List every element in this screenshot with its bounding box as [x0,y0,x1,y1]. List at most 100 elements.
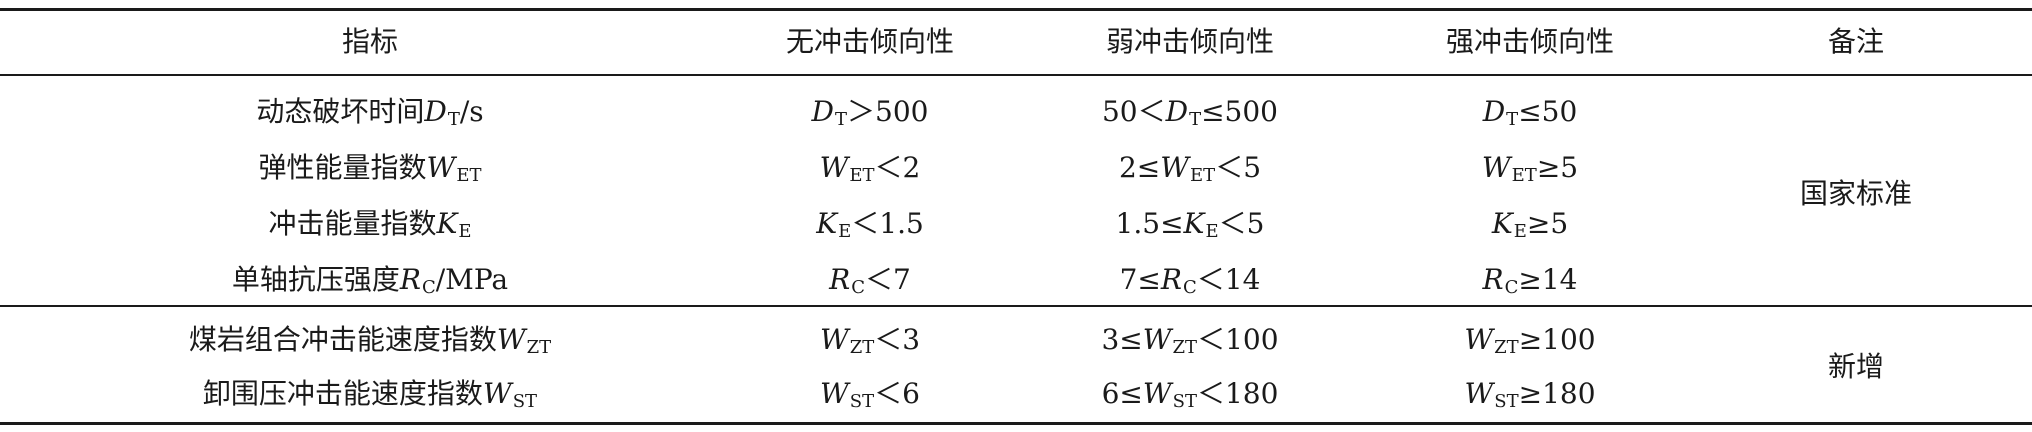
indicator-label: 冲击能量指数 [268,207,437,240]
symbol-subscript: ST [1172,391,1197,412]
symbol-variable: K [816,207,838,240]
indicator-label: 单轴抗压强度 [231,263,400,296]
symbol-subscript: ZT [1172,337,1198,358]
symbol-subscript: ST [1494,391,1519,412]
symbol-subscript: ZT [1494,337,1519,358]
symbol-variable: W [819,323,849,356]
symbol-variable: W [496,323,526,356]
symbol-variable: W [1142,323,1172,356]
symbol-variable: K [1183,207,1205,240]
symbol-variable: W [1464,377,1494,410]
condition-suffix: ＜14 [1196,263,1261,296]
symbol-subscript: C [1182,277,1197,298]
condition-suffix: ＜5 [1218,207,1265,240]
header-none: 无冲击倾向性 [785,25,954,58]
symbol-subscript: ST [849,391,875,412]
header-remark: 备注 [1827,25,1884,58]
symbol-subscript: ET [849,165,875,186]
symbol-variable: W [1160,151,1190,184]
symbol-variable: R [399,263,421,296]
condition-suffix: ≥180 [1518,377,1596,410]
symbol-variable: W [820,377,849,410]
condition-prefix: 50＜ [1101,95,1166,128]
condition-prefix: 7≤ [1119,263,1161,296]
condition-suffix: ≥5 [1536,151,1579,184]
symbol-variable: W [482,377,512,410]
symbol-subscript: C [1504,277,1519,298]
symbol-variable: W [1481,151,1511,184]
symbol-variable: W [1464,323,1494,356]
condition-suffix: ≥100 [1518,323,1596,356]
symbol-subscript: T [447,109,460,130]
table-header-row: 指标 无冲击倾向性 弱冲击倾向性 强冲击倾向性 备注 [0,14,2032,70]
condition-suffix: ＜2 [874,151,921,184]
table-bottom-rule [0,422,2032,425]
symbol-subscript: ST [512,391,538,412]
symbol-subscript: E [838,221,852,242]
table-top-rule [0,8,2032,11]
symbol-subscript: ZT [526,337,552,358]
table-group-rule [0,305,2032,307]
symbol-variable: K [436,207,458,240]
symbol-variable: W [819,151,849,184]
condition-suffix: ＜7 [865,263,911,296]
symbol-variable: R [1160,263,1182,296]
symbol-subscript: C [851,277,866,298]
condition-suffix: ＜100 [1197,323,1279,356]
symbol-subscript: E [1205,221,1219,242]
indicator-label: 卸围压冲击能速度指数 [202,377,483,410]
symbol-variable: D [811,95,834,128]
indicator-label: 动态破坏时间 [256,95,425,128]
condition-suffix: ＜6 [874,377,920,410]
header-strong: 强冲击倾向性 [1445,25,1614,58]
indicator-unit: /MPa [435,263,509,296]
header-indicator: 指标 [341,25,398,58]
condition-prefix: 2≤ [1118,151,1161,184]
condition-prefix: 6≤ [1101,377,1143,410]
symbol-subscript: T [1506,109,1519,130]
condition-suffix: ＞500 [847,95,929,128]
symbol-subscript: ET [1190,165,1216,186]
indicator-unit: /s [459,95,484,128]
indicator-label: 弹性能量指数 [258,151,427,184]
condition-suffix: ≥5 [1526,207,1569,240]
remark-new: 新增 [1827,350,1884,383]
symbol-subscript: C [421,277,436,298]
condition-suffix: ≤500 [1201,95,1278,128]
condition-suffix: ＜180 [1196,377,1279,410]
condition-prefix: 3≤ [1101,323,1143,356]
condition-prefix: 1.5≤ [1115,207,1184,240]
symbol-subscript: ZT [849,337,875,358]
condition-suffix: ≤50 [1518,95,1578,128]
condition-suffix: ＜5 [1215,151,1262,184]
symbol-variable: D [1482,95,1506,128]
symbol-variable: D [424,95,447,128]
header-weak: 弱冲击倾向性 [1105,25,1274,58]
